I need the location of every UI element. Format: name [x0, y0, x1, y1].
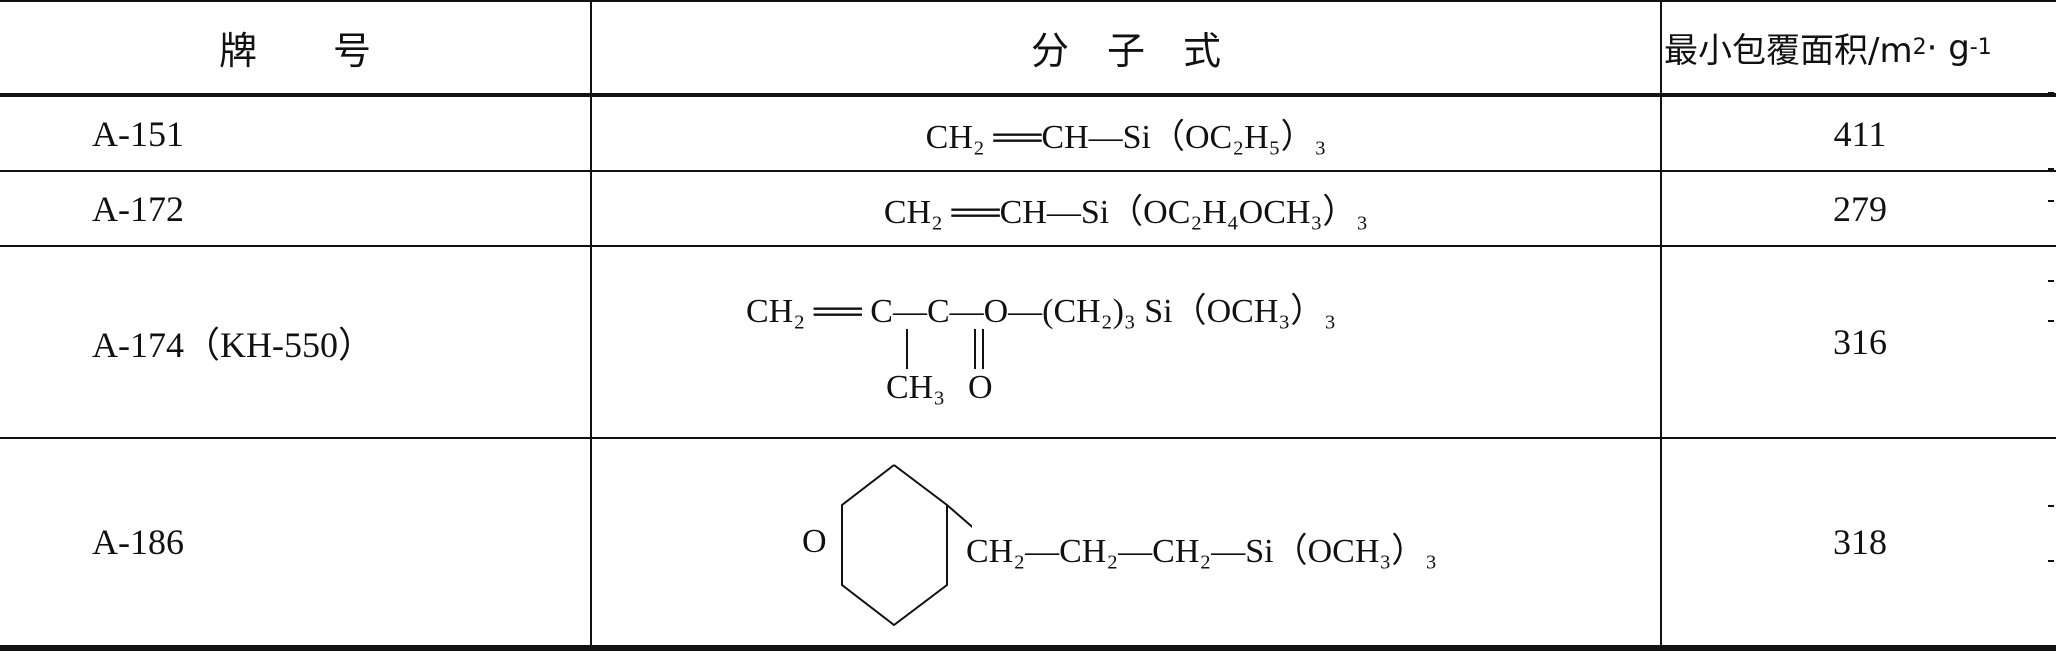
row-a174-formula: CH₂ ══ C—C—O—(CH₂)₃ Si（OCH₃）₃ CH₃ O [592, 247, 1660, 437]
row-a151-area: 411 [1833, 113, 1887, 154]
epoxide-oxygen: O [802, 523, 827, 561]
row-a186-formula: O CH₂—CH₂—CH₂—Si（OCH₃）₃ [592, 439, 1660, 645]
header-rule [0, 93, 2056, 97]
row-a151-formula: CH₂ ══CH—Si（OC₂H₅）₃ [925, 119, 1327, 156]
row-a172-brand: A-172 [92, 188, 184, 229]
row-a174-area: 316 [1833, 322, 1887, 362]
branch-bond-carbonyl-2 [982, 329, 984, 369]
bottom-rule [0, 645, 2056, 651]
col-divider-2 [1660, 2, 1662, 646]
row-rule-1 [0, 170, 2056, 172]
row-a186-brand: A-186 [92, 522, 184, 562]
row-a151-brand: A-151 [92, 113, 184, 154]
branch-bond-methyl [906, 329, 908, 369]
formula-chain: CH₂—CH₂—CH₂—Si（OCH₃）₃ [966, 533, 1438, 570]
header-brand: 牌 号 [218, 29, 371, 73]
top-rule [0, 0, 2056, 2]
row-a172-area: 279 [1833, 188, 1887, 229]
edge-tick [2048, 560, 2054, 562]
formula-carbonyl-o: O [968, 369, 993, 406]
col-divider-1 [590, 2, 592, 646]
header-formula: 分 子 式 [1030, 29, 1221, 73]
branch-bond-carbonyl-1 [974, 329, 976, 369]
epoxycyclohexyl-ring-icon [841, 464, 972, 627]
row-rule-3 [0, 437, 2056, 439]
row-a186-area: 318 [1833, 522, 1887, 562]
formula-main-line: CH₂ ══ C—C—O—(CH₂)₃ Si（OCH₃）₃ [746, 293, 1337, 330]
edge-tick [2048, 168, 2054, 170]
row-rule-2 [0, 245, 2056, 247]
edge-tick [2048, 505, 2054, 507]
row-a174-brand: A-174（KH-550） [92, 325, 374, 365]
edge-tick [2048, 200, 2054, 202]
edge-tick [2048, 280, 2054, 282]
row-a172-formula: CH₂ ══CH—Si（OC₂H₄OCH₃）₃ [883, 194, 1369, 231]
edge-tick [2048, 320, 2054, 322]
edge-tick [2048, 92, 2054, 94]
formula-methyl: CH₃ [886, 369, 946, 406]
